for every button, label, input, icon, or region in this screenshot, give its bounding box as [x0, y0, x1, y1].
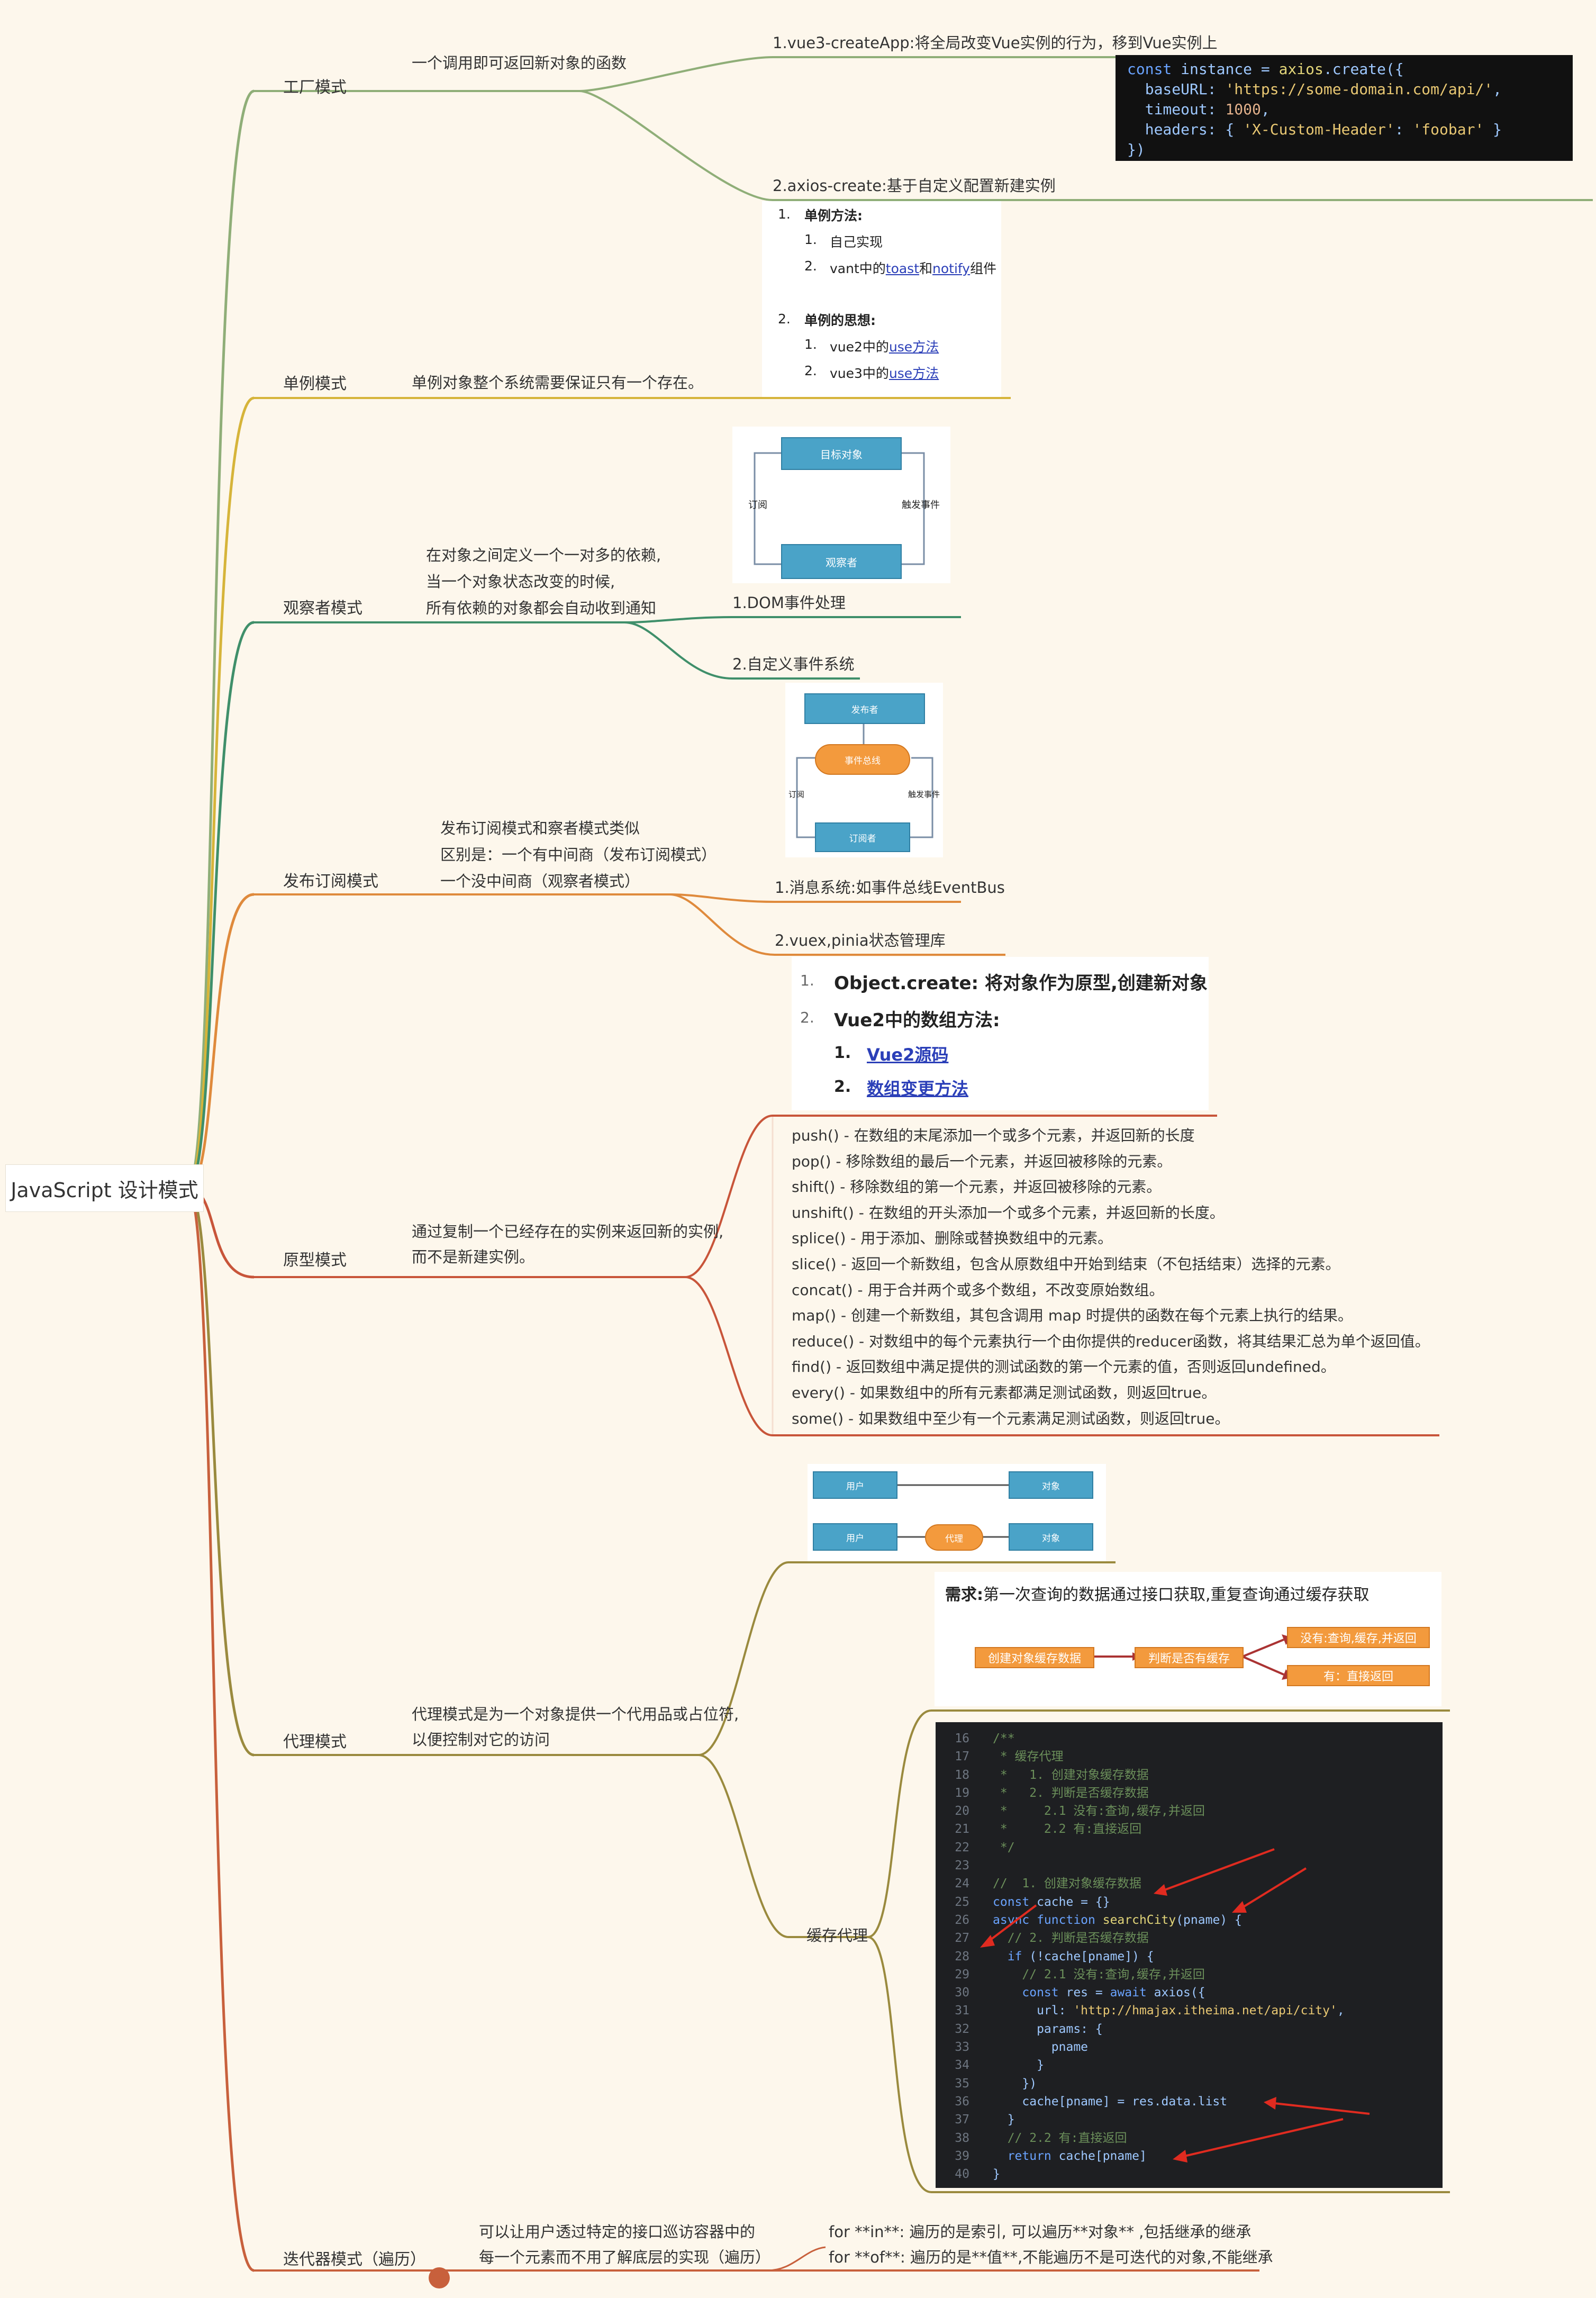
cache-proxy-item[interactable]: 缓存代理: [806, 1926, 868, 1944]
observer-diagram-image: 目标对象 观察者 订阅 触发事件: [732, 427, 950, 583]
code-line: 22 */: [955, 1840, 1015, 1854]
iterator-description-line: 可以让用户透过特定的接口巡访容器中的: [479, 2223, 756, 2241]
array-method-item[interactable]: unshift() - 在数组的开头添加一个或多个元素，并返回新的长度。: [792, 1204, 1225, 1222]
code-line: 16/**: [955, 1732, 1015, 1745]
cache-requirement-image: 需求:第一次查询的数据通过接口获取,重复查询通过缓存获取 创建对象缓存数据 判断…: [935, 1572, 1441, 1706]
branch-singleton-label[interactable]: 单例模式: [283, 375, 347, 393]
branch-iterator-label[interactable]: 迭代器模式（遍历）: [283, 2250, 426, 2269]
proxy-description-line: 代理模式是为一个对象提供一个代用品或占位符,: [412, 1705, 739, 1723]
array-method-item[interactable]: shift() - 移除数组的第一个元素，并返回被移除的元素。: [792, 1178, 1162, 1196]
observer-item[interactable]: 1.DOM事件处理: [732, 594, 846, 612]
code-line: 17 * 缓存代理: [955, 1750, 1064, 1764]
factory-item[interactable]: 1.vue3-createApp:将全局改变Vue实例的行为，移到Vue实例上: [773, 34, 1218, 52]
pubsub-bus-node: 事件总线: [815, 744, 910, 775]
singleton-notes-image: 1.单例方法: 1.自己实现 2. vant中的toast和notify组件 2…: [762, 201, 1001, 397]
pubsub-description-line: 区别是：一个有中间商（发布订阅模式）: [440, 846, 717, 864]
axios-create-code-image: const instance = axios.create({ baseURL:…: [1116, 55, 1573, 161]
code-line: 40}: [955, 2167, 1000, 2182]
code-line: 30 const res = await axios({: [955, 1986, 1205, 2000]
code-line: 32 params: {: [955, 2022, 1103, 2036]
cache-code-arrows: [980, 1848, 1370, 2163]
proxy-description-line: 以便控制对它的访问: [412, 1731, 550, 1749]
array-method-item[interactable]: every() - 如果数组中的所有元素都满足测试函数，则返回true。: [792, 1384, 1217, 1401]
code-line: 33 pname: [955, 2040, 1089, 2055]
branch-factory-label[interactable]: 工厂模式: [283, 78, 347, 97]
prototype-notes-image: 1. Object.create: 将对象作为原型,创建新对象 2. Vue2中…: [792, 957, 1209, 1110]
code-line: 20 * 2.1 没有:查询,缓存,并返回: [955, 1804, 1205, 1819]
branch-pubsub-label[interactable]: 发布订阅模式: [283, 872, 378, 891]
vue2-source-link[interactable]: Vue2源码: [867, 1045, 949, 1065]
code-line: 38 // 2.2 有:直接返回: [955, 2131, 1127, 2145]
iterator-description-line: 每一个元素而不用了解底层的实现（遍历）: [479, 2248, 771, 2266]
observer-description-line: 所有依赖的对象都会自动收到通知: [426, 599, 657, 617]
branch-prototype-label[interactable]: 原型模式: [283, 1251, 347, 1270]
code-line: 39 return cache[pname]: [955, 2149, 1147, 2163]
prototype-description-line: 而不是新建实例。: [412, 1248, 535, 1266]
code-line: 37 }: [955, 2113, 1015, 2127]
pubsub-description-line: 发布订阅模式和察者模式类似: [440, 819, 640, 837]
code-line: 34 }: [955, 2058, 1044, 2073]
cache-step-create: 创建对象缓存数据: [975, 1647, 1094, 1668]
array-method-item[interactable]: push() - 在数组的末尾添加一个或多个元素，并返回新的长度: [792, 1127, 1195, 1144]
pubsub-subscriber-node: 订阅者: [815, 822, 910, 852]
code-line: 19 * 2. 判断是否缓存数据: [955, 1786, 1149, 1800]
code-line: 36 cache[pname] = res.data.list: [955, 2094, 1228, 2109]
branch-observer-label[interactable]: 观察者模式: [283, 599, 362, 618]
array-method-item[interactable]: concat() - 用于合并两个或多个数组，不改变原始数组。: [792, 1281, 1164, 1299]
cache-branch-miss: 没有:查询,缓存,并返回: [1287, 1627, 1430, 1648]
array-method-item[interactable]: some() - 如果数组中至少有一个元素满足测试函数，则返回true。: [792, 1409, 1230, 1427]
code-line: 18 * 1. 创建对象缓存数据: [955, 1768, 1149, 1782]
singleton-description-line: 单例对象整个系统需要保证只有一个存在。: [412, 374, 704, 392]
code-line: 27 // 2. 判断是否缓存数据: [955, 1931, 1149, 1946]
pubsub-publisher-node: 发布者: [804, 693, 925, 724]
iterator-item[interactable]: for **of**: 遍历的是**值**,不能遍历不是可迭代的对象,不能继承: [829, 2248, 1273, 2266]
proxy-object-node-top: 对象: [1009, 1471, 1093, 1499]
branch-proxy-label[interactable]: 代理模式: [283, 1733, 347, 1751]
code-line: 23: [955, 1859, 969, 1873]
array-method-item[interactable]: pop() - 移除数组的最后一个元素，并返回被移除的元素。: [792, 1152, 1172, 1170]
array-mutation-link[interactable]: 数组变更方法: [867, 1079, 969, 1099]
code-line: 31 url: 'http://hmajax.itheima.net/api/c…: [955, 2004, 1345, 2018]
observer-target-node: 目标对象: [781, 437, 902, 470]
array-method-item[interactable]: find() - 返回数组中满足提供的测试函数的第一个元素的值，否则返回unde…: [792, 1358, 1336, 1376]
observer-item[interactable]: 2.自定义事件系统: [732, 655, 855, 673]
code-line: 24// 1. 创建对象缓存数据: [955, 1877, 1141, 1891]
toast-link[interactable]: toast: [885, 261, 920, 276]
pubsub-item[interactable]: 1.消息系统:如事件总线EventBus: [775, 879, 1005, 897]
code-line: 35 }): [955, 2076, 1037, 2091]
prototype-description-line: 通过复制一个已经存在的实例来返回新的实例,: [412, 1223, 724, 1241]
observer-description-line: 当一个对象状态改变的时候,: [426, 573, 615, 591]
proxy-proxy-node: 代理: [925, 1524, 983, 1551]
proxy-user-node-bottom: 用户: [813, 1523, 897, 1551]
cache-step-check: 判断是否有缓存: [1135, 1647, 1244, 1668]
array-method-item[interactable]: map() - 创建一个新数组，其包含调用 map 时提供的函数在每个元素上执行…: [792, 1307, 1353, 1325]
code-line: 21 * 2.2 有:直接返回: [955, 1822, 1142, 1836]
pubsub-diagram-image: 发布者 事件总线 订阅者 订阅 触发事件: [785, 683, 943, 857]
proxy-user-node-top: 用户: [813, 1471, 897, 1499]
code-line: 29 // 2.1 没有:查询,缓存,并返回: [955, 1967, 1205, 1982]
pubsub-item[interactable]: 2.vuex,pinia状态管理库: [775, 931, 946, 949]
cache-branch-hit: 有：直接返回: [1287, 1665, 1430, 1686]
proxy-diagram-image: 用户 对象 用户 代理 对象: [808, 1464, 1106, 1561]
array-method-item[interactable]: slice() - 返回一个新数组，包含从原数组中开始到结束（不包括结束）选择的…: [792, 1255, 1340, 1273]
factory-item[interactable]: 2.axios-create:基于自定义配置新建实例: [773, 177, 1056, 195]
root-node[interactable]: JavaScript 设计模式: [5, 1164, 204, 1212]
iterator-item[interactable]: for **in**: 遍历的是索引, 可以遍历**对象** ,包括继承的继承: [829, 2223, 1252, 2241]
observer-observer-node: 观察者: [781, 544, 902, 579]
vue2-use-link[interactable]: use方法: [888, 339, 939, 355]
proxy-object-node-bottom: 对象: [1009, 1523, 1093, 1551]
code-line: 28 if (!cache[pname]) {: [955, 1949, 1154, 1964]
observer-description-line: 在对象之间定义一个一对多的依赖,: [426, 546, 661, 564]
pubsub-description-line: 一个没中间商（观察者模式）: [440, 872, 640, 890]
factory-description-line: 一个调用即可返回新对象的函数: [412, 54, 627, 72]
array-method-item[interactable]: splice() - 用于添加、删除或替换数组中的元素。: [792, 1229, 1113, 1247]
array-method-item[interactable]: reduce() - 对数组中的每个元素执行一个由你提供的reducer函数，将…: [792, 1332, 1430, 1350]
vue3-use-link[interactable]: use方法: [888, 366, 939, 381]
notify-link[interactable]: notify: [932, 261, 971, 276]
